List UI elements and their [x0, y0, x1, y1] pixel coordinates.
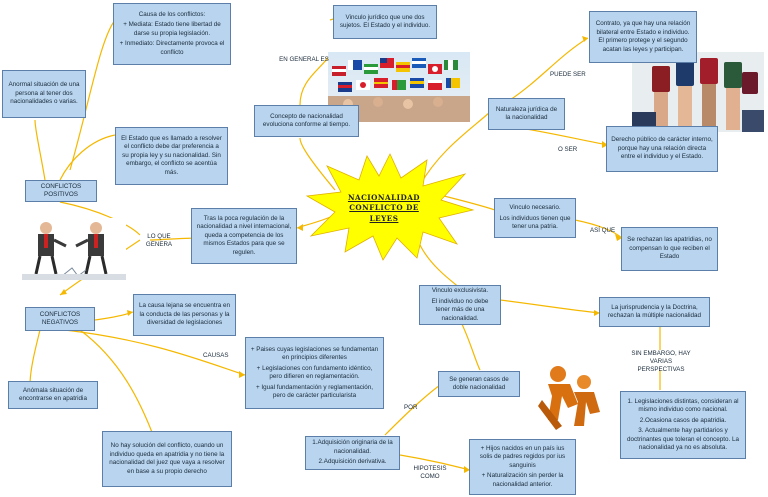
hijos-item: + Naturalización sin perder la nacionali… — [481, 472, 564, 488]
derecho-publico-box: Derecho público de carácter interno, por… — [606, 126, 718, 172]
poca-regulacion-box: Tras la poca regulación de la nacionalid… — [191, 208, 297, 264]
anormal-text: Anormal situación de una persona al tene… — [8, 81, 80, 106]
anomala-text: Anómala situación de encontrarse en apat… — [19, 386, 87, 403]
orange-figures-image — [528, 360, 610, 436]
center-title-line1: NACIONALIDAD — [347, 193, 421, 202]
conflictos-positivos-box: CONFLICTOS POSITIVOS — [25, 180, 97, 202]
estado-llamado-box: El Estado que es llamado a resolver el c… — [115, 127, 228, 185]
hijos-naturalizacion-box: + Hijos nacidos en un país ius solis de … — [469, 439, 576, 495]
vinculo-necesario-box: Vinculo necesario. Los individuos tienen… — [494, 198, 576, 238]
adquisicion-item: 1.Adquisición originaria de la nacionali… — [312, 439, 393, 455]
jurisprudencia-box: La jurisprudencia y la Doctrina, rechaza… — [599, 297, 710, 327]
poca-regulacion-text: Tras la poca regulación de la nacionalid… — [196, 214, 292, 256]
doble-nacionalidad-box: Se generan casos de doble nacionalidad — [438, 371, 520, 397]
paises-item: + Legislaciones con fundamento idéntico,… — [256, 364, 373, 381]
hijos-item: + Hijos nacidos en un país ius solis de … — [479, 444, 566, 469]
vinculo-exclusivista-text: El individuo no debe tener más de una na… — [431, 297, 489, 322]
label-por: POR — [404, 404, 418, 411]
causa-conflictos-item: + Mediata: Estado tiene libertad de dars… — [123, 21, 221, 37]
no-solucion-box: No hay solución del conflicto, cuando un… — [102, 431, 232, 487]
perspectivas-item: 1. Legislaciones distintas, consideran a… — [627, 397, 739, 414]
concepto-evoluciona-text: Concepto de nacionalidad evoluciona conf… — [262, 112, 351, 129]
center-title: NACIONALIDAD CONFLICTO DE LEYES — [334, 193, 434, 224]
center-title-line2: CONFLICTO DE LEYES — [349, 203, 419, 223]
conflictos-negativos-box: CONFLICTOS NEGATIVOS — [25, 307, 95, 331]
adquisicion-box: 1.Adquisición originaria de la nacionali… — [305, 436, 400, 470]
conflict-people-image — [22, 218, 126, 280]
causa-lejana-text: La causa lejana se encuentra en la condu… — [138, 302, 231, 327]
label-causas: CAUSAS — [203, 352, 229, 359]
naturaleza-juridica-box: Naturaleza jurídica de la nacionalidad — [488, 98, 565, 130]
passports-image — [632, 52, 764, 132]
estado-llamado-text: El Estado que es llamado a resolver el c… — [121, 134, 222, 176]
jurisprudencia-text: La jurisprudencia y la Doctrina, rechaza… — [607, 303, 702, 320]
no-solucion-text: No hay solución del conflicto, cuando un… — [109, 442, 225, 475]
label-lo-que-genera: LO QUE GENERA — [145, 233, 173, 249]
perspectivas-item: 3. Actualmente hay partidarios y doctrin… — [626, 427, 740, 451]
perspectivas-box: 1. Legislaciones distintas, consideran a… — [620, 391, 746, 459]
label-hipotesis: HIPOTESIS COMO — [413, 465, 447, 481]
connector — [299, 137, 336, 191]
adquisicion-item: 2.Adquisición derivativa. — [318, 458, 387, 466]
causa-conflictos-box: Causa de los conflictos: + Mediata: Esta… — [113, 3, 231, 65]
apatridias-box: Se rechazan las apatridias, no compensan… — [621, 227, 718, 271]
causa-conflictos-title: Causa de los conflictos: — [138, 10, 206, 18]
vinculo-juridico-box: Vinculo jurídico que une dos sujetos. El… — [333, 5, 437, 39]
label-asi-que: ASÍ QUE — [590, 227, 616, 234]
concepto-evoluciona-box: Concepto de nacionalidad evoluciona conf… — [254, 105, 359, 137]
doble-text: Se generan casos de doble nacionalidad — [449, 375, 509, 392]
contrato-box: Contrato, ya que hay una relación bilate… — [589, 11, 697, 63]
vinculo-necesario-title: Vinculo necesario. — [509, 204, 561, 212]
naturaleza-text: Naturaleza jurídica de la nacionalidad — [495, 105, 558, 122]
paises-item: + Igual fundamentación y reglamentación,… — [255, 383, 374, 400]
vinculo-necesario-text: Los individuos tienen que tener una patr… — [499, 214, 571, 231]
derecho-publico-text: Derecho público de carácter interno, por… — [611, 136, 713, 161]
conflictos-positivos-text: CONFLICTOS POSITIVOS — [40, 182, 82, 199]
paises-item: + Paises cuyas legislaciones se fundamen… — [250, 345, 379, 362]
anomala-apatridia-box: Anómala situación de encontrarse en apat… — [8, 381, 98, 409]
conflictos-negativos-text: CONFLICTOS NEGATIVOS — [39, 310, 81, 327]
vinculo-exclusivista-title: Vinculo exclusivista. — [431, 287, 489, 294]
apatridias-text: Se rechazan las apatridias, no compensan… — [627, 236, 712, 261]
vinculo-exclusivista-box: Vinculo exclusivista. El individuo no de… — [419, 285, 501, 325]
causa-conflictos-item: + Inmediato: Directamente provoca el con… — [119, 40, 225, 56]
starburst-shape — [305, 153, 475, 261]
causa-lejana-box: La causa lejana se encuentra en la condu… — [133, 294, 236, 336]
contrato-text: Contrato, ya que hay una relación bilate… — [595, 20, 691, 53]
vinculo-juridico-text: Vinculo jurídico que une dos sujetos. El… — [339, 13, 431, 30]
paises-legislaciones-box: + Paises cuyas legislaciones se fundamen… — [245, 337, 384, 409]
label-puede-ser: PUEDE SER — [550, 71, 586, 78]
label-en-general: EN GENERAL ES — [279, 56, 329, 63]
label-sin-embargo: SIN EMBARGO, HAY VARIAS PERSPECTIVAS — [631, 350, 691, 374]
perspectivas-item: 2.Ocasiona casos de apatridia. — [639, 416, 727, 424]
label-o-ser: O SER — [558, 146, 578, 153]
anormal-situacion-box: Anormal situación de una persona al tene… — [2, 70, 86, 118]
